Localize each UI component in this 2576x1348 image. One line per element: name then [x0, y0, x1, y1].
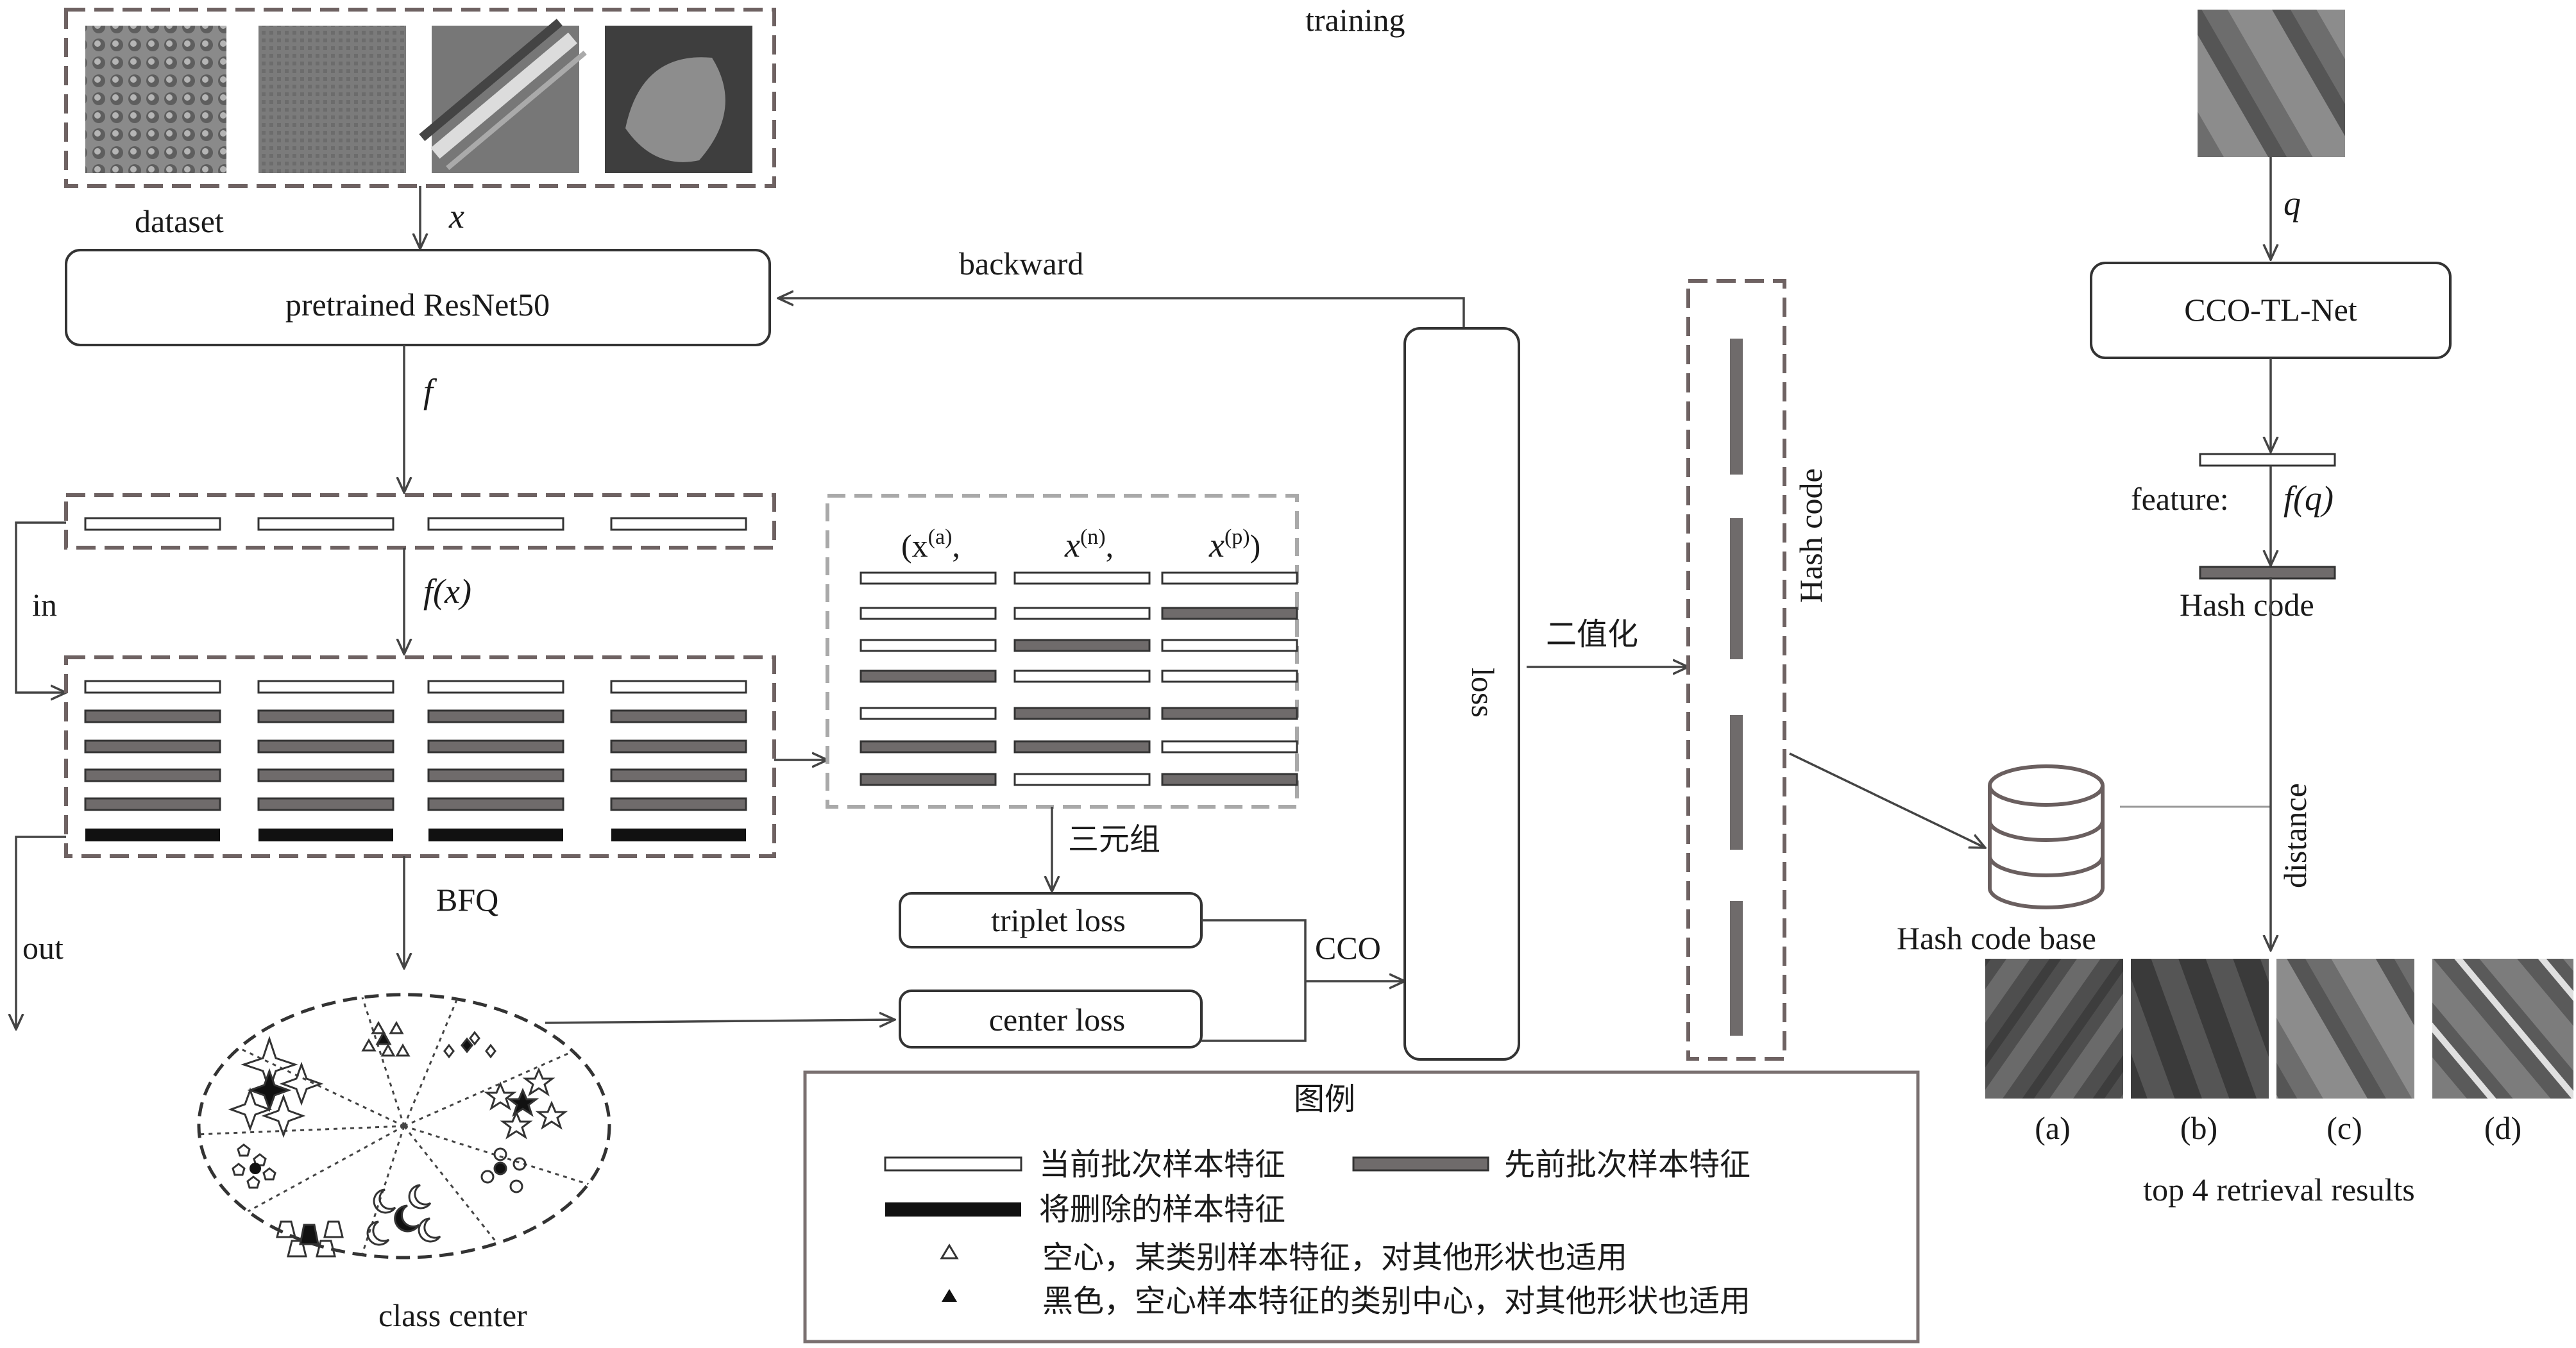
- binarize-label: 二值化: [1546, 616, 1638, 652]
- out-label: out: [22, 930, 64, 966]
- class-center-label: class center: [378, 1297, 527, 1333]
- triplet-header-p: x(p)): [1208, 525, 1260, 564]
- result-label-a: (a): [2035, 1110, 2071, 1146]
- hash-code-column: Hash code: [1686, 279, 1829, 1061]
- legend-title: 图例: [1294, 1081, 1355, 1117]
- sanyuanzu-label: 三元组: [1068, 821, 1160, 857]
- pretrained-resnet-node: pretrained ResNet50: [65, 249, 771, 346]
- query-feature-bar: [2199, 453, 2336, 467]
- cco-tl-net-label: CCO-TL-Net: [2184, 292, 2357, 328]
- center-loss-label: center loss: [989, 1002, 1125, 1038]
- triplet-loss-label: triplet loss: [991, 902, 1126, 938]
- legend-previous-batch: 先前批次样本特征: [1504, 1147, 1750, 1183]
- triplet-loss-node: triplet loss: [899, 892, 1203, 948]
- f-label: f: [423, 372, 437, 410]
- legend-black: 黑色，空心样本特征的类别中心，对其他形状也适用: [1042, 1283, 1750, 1319]
- moon-cluster-icon: [366, 1184, 441, 1246]
- cco-label: CCO: [1315, 930, 1381, 966]
- dataset-image-4: [605, 26, 752, 173]
- q-label: q: [2284, 184, 2301, 223]
- fq-label: f(q): [2284, 479, 2334, 518]
- loss-node: loss: [1403, 327, 1520, 1061]
- query-hash-bar: [2199, 566, 2336, 580]
- pretrained-resnet-label: pretrained ResNet50: [285, 287, 550, 323]
- diamond-cluster-icon: [443, 1031, 496, 1059]
- query-image: [2198, 10, 2345, 157]
- class-center-ellipse: class center: [197, 993, 611, 1333]
- hollow-triangle-icon: [940, 1243, 959, 1260]
- training-label: training: [1305, 2, 1405, 38]
- distance-label: distance: [2277, 783, 2313, 888]
- backward-label: backward: [959, 246, 1083, 282]
- result-label-b: (b): [2180, 1110, 2217, 1146]
- dataset-label: dataset: [135, 203, 224, 239]
- trapezoid-cluster-icon: [276, 1220, 344, 1258]
- loss-label: loss: [1465, 668, 1501, 718]
- fx-label: f(x): [423, 572, 471, 611]
- dataset-image-1: [85, 26, 226, 173]
- result-image-c: [2276, 959, 2414, 1099]
- center-loss-node: center loss: [899, 990, 1203, 1049]
- black-triangle-icon: [942, 1289, 957, 1302]
- hash-code-base-label: Hash code base: [1897, 920, 2096, 956]
- hash-code-vertical-label: Hash code: [1793, 468, 1829, 603]
- bfq-queue-group: [64, 655, 776, 858]
- pentagon-cluster-icon: [232, 1143, 276, 1189]
- dataset-image-2: [258, 26, 406, 173]
- bfq-column-3: [427, 680, 564, 841]
- x-label: x: [448, 197, 464, 235]
- legend-current-batch: 当前批次样本特征: [1039, 1147, 1285, 1183]
- database-icon: [1988, 764, 2105, 909]
- dataset-group: dataset: [64, 8, 776, 239]
- result-image-d: [2432, 959, 2573, 1099]
- triangle-cluster-icon: [361, 1020, 411, 1057]
- bfq-label: BFQ: [436, 882, 498, 918]
- triplet-group: (x(a), x(n), x(p)): [826, 494, 1299, 809]
- feature-row-group: [64, 493, 776, 550]
- results-caption: top 4 retrieval results: [2143, 1172, 2415, 1208]
- retrieval-results: (a) (b) (c) (d) top 4 retrieval results: [1985, 959, 2573, 1208]
- triplet-header-n: x(n),: [1064, 525, 1114, 564]
- legend-to-delete: 将删除的样本特征: [1039, 1192, 1285, 1227]
- legend: 图例 当前批次样本特征 先前批次样本特征 将删除的样本特征 空心，某类别样本特征…: [803, 1070, 1920, 1344]
- bfq-column-2: [257, 680, 394, 841]
- cco-tl-net-node: CCO-TL-Net: [2090, 262, 2452, 359]
- feature-label: feature:: [2131, 481, 2229, 517]
- bfq-column-1: [84, 680, 221, 841]
- hash-code-label: Hash code: [2180, 587, 2314, 623]
- result-label-c: (c): [2326, 1110, 2362, 1146]
- triplet-header: (x(a),: [901, 525, 960, 564]
- result-image-a: [1985, 959, 2123, 1099]
- result-image-b: [2131, 959, 2269, 1099]
- in-label: in: [32, 587, 57, 623]
- legend-hollow: 空心，某类别样本特征，对其他形状也适用: [1042, 1240, 1627, 1276]
- bfq-column-4: [610, 680, 747, 841]
- dataset-image-3: [419, 19, 587, 173]
- star-cluster-icon: [484, 1067, 568, 1140]
- circle-cluster-icon: [480, 1147, 527, 1193]
- sparkle-cluster-icon: [228, 1036, 324, 1138]
- result-label-d: (d): [2484, 1110, 2521, 1146]
